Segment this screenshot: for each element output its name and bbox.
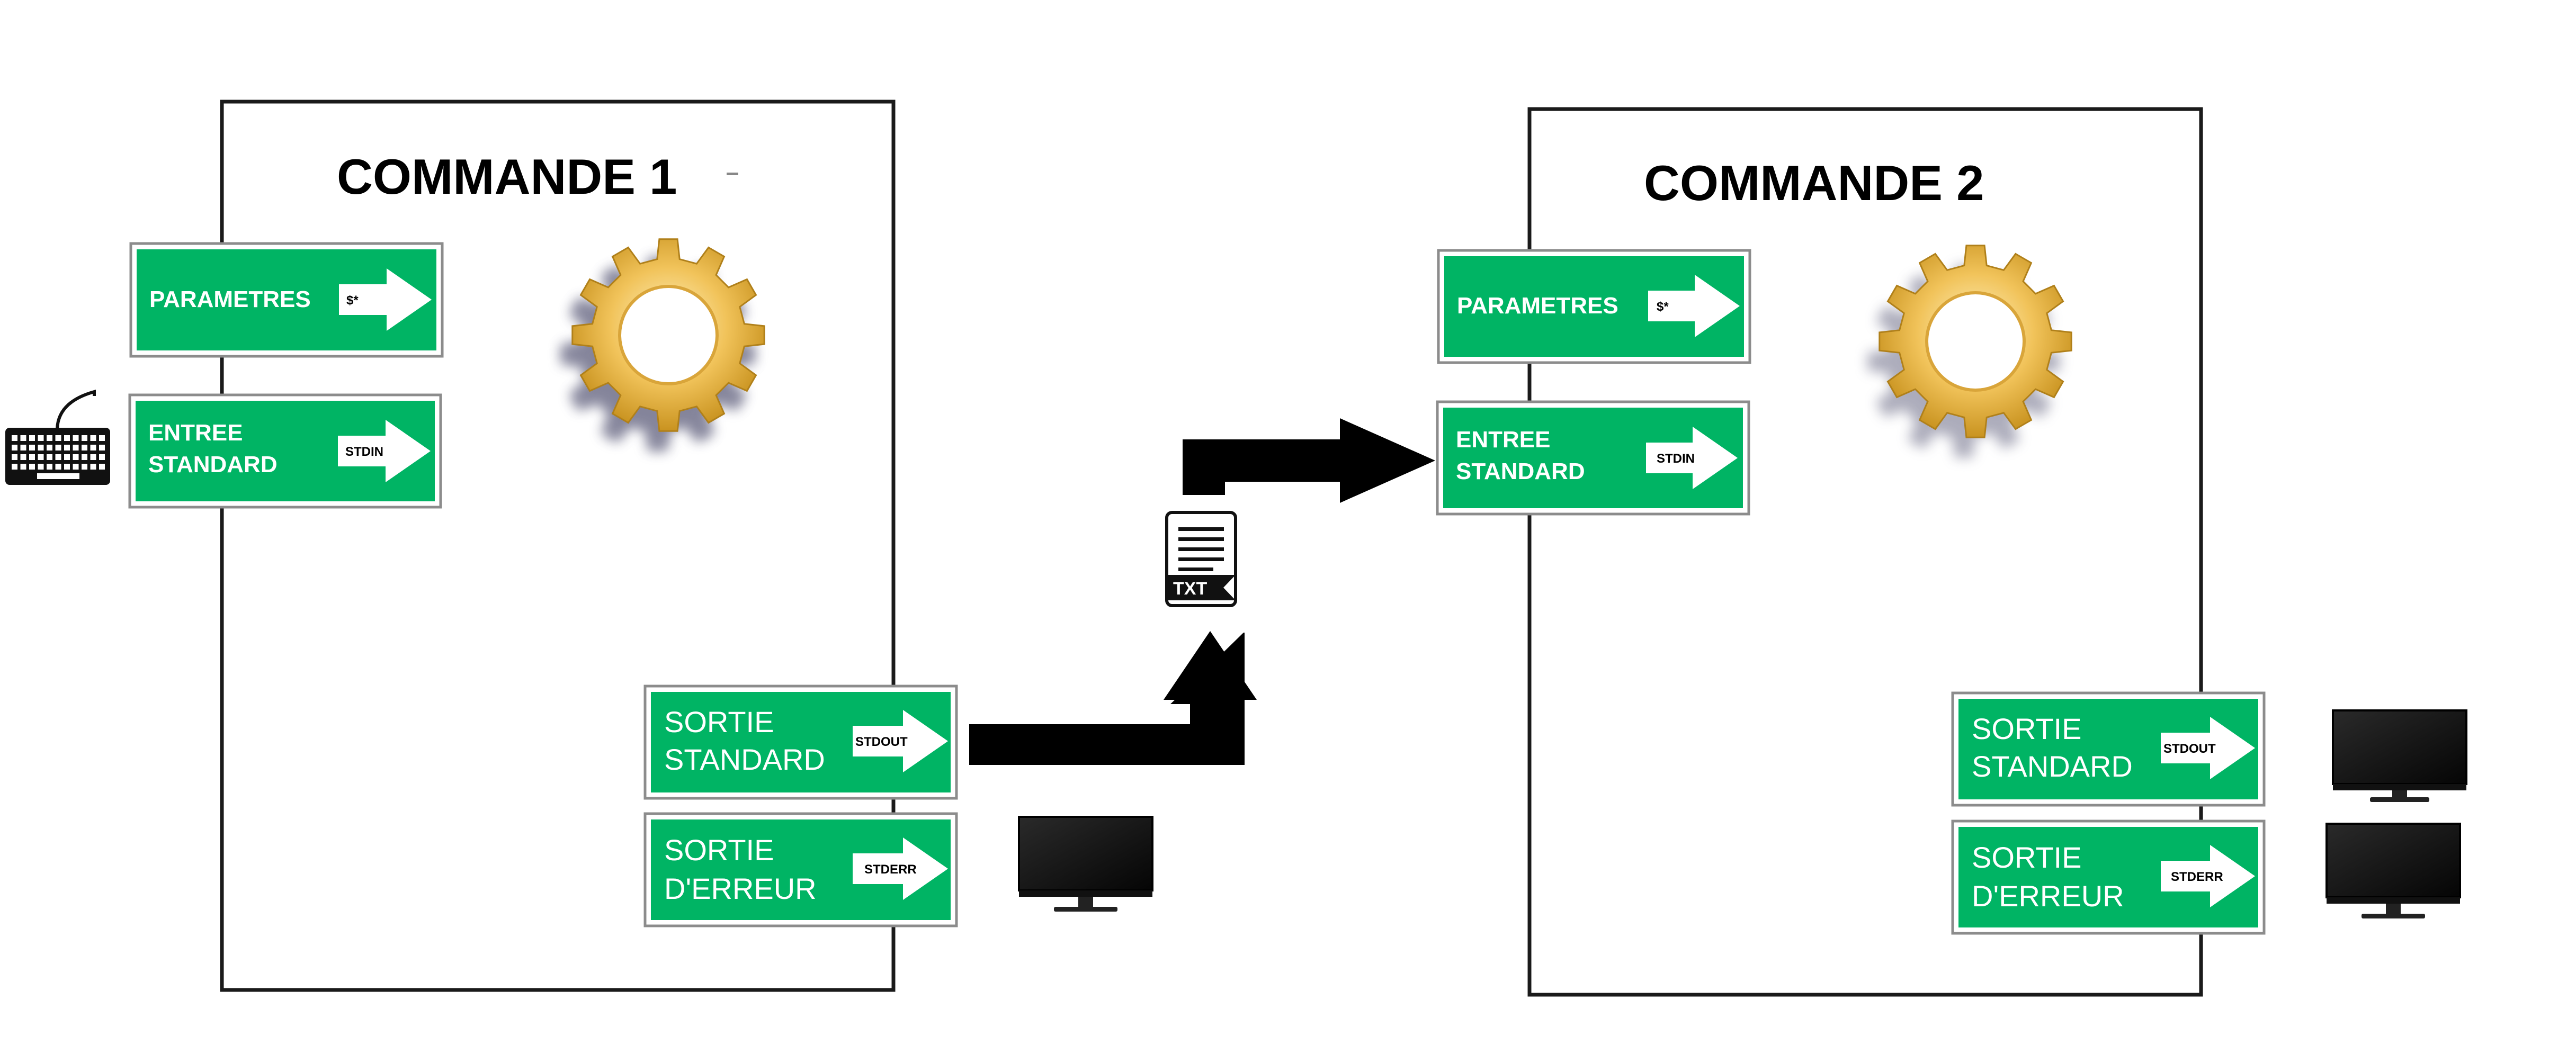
- command2-stdout-sign: SORTIE STANDARD STDOUT: [1951, 691, 2266, 807]
- gear-icon: [560, 238, 765, 452]
- command1-stderr-label-2: D'ERREUR: [664, 872, 817, 905]
- command2-frame: [1527, 107, 2203, 997]
- command1-stdout-arrow-label: STDOUT: [855, 735, 908, 749]
- command1-stderr-label-1: SORTIE: [664, 833, 774, 867]
- keyboard-key: [55, 464, 61, 470]
- keyboard-key: [64, 445, 70, 451]
- command1-stderr-arrow-label: STDERR: [864, 862, 917, 877]
- keyboard-key: [73, 464, 79, 470]
- command1-stdout-label-1: SORTIE: [664, 705, 774, 738]
- command2-stdout-label-2: STANDARD: [1972, 750, 2133, 783]
- monitor-icon: [2332, 709, 2467, 802]
- arrow-right-icon: [1648, 275, 1740, 337]
- keyboard-key: [55, 445, 61, 451]
- keyboard-key: [99, 454, 105, 460]
- arrow-right-icon: [339, 268, 432, 331]
- keyboard-key: [82, 445, 87, 451]
- keyboard-key: [38, 445, 44, 451]
- arrow-right-icon: [1646, 427, 1738, 489]
- command1-params-sign: PARAMETRES $*: [129, 242, 444, 358]
- keyboard-key: [38, 464, 44, 470]
- keyboard-key: [73, 445, 79, 451]
- command1-stdin-arrow-label: STDIN: [345, 445, 383, 459]
- arrow-right-icon: [853, 837, 948, 900]
- command2-stdin-arrow-label: STDIN: [1657, 452, 1695, 466]
- keyboard-key: [47, 445, 52, 451]
- keyboard-key: [29, 454, 35, 460]
- gear-icon: [1867, 245, 2072, 458]
- keyboard-key: [73, 435, 79, 441]
- command1-title: COMMANDE 1: [337, 149, 677, 204]
- keyboard-key: [99, 445, 105, 451]
- monitor-icon: [2325, 823, 2461, 918]
- command1-stderr-sign: SORTIE D'ERREUR STDERR: [643, 812, 958, 927]
- txt-file-icon: TXT: [1165, 511, 1237, 607]
- keyboard-key: [47, 464, 52, 470]
- keyboard-key: [20, 454, 26, 460]
- command1-params-arrow-label: $*: [346, 293, 359, 308]
- command2-stderr-label-2: D'ERREUR: [1972, 879, 2124, 913]
- arrow-right-icon: [338, 420, 431, 482]
- command2-stdin-label-2: STANDARD: [1456, 458, 1585, 484]
- command2-stdin-label-1: ENTREE: [1456, 427, 1550, 453]
- command1-stdin-label-1: ENTREE: [148, 420, 243, 446]
- keyboard-key: [47, 435, 52, 441]
- keyboard-key: [38, 435, 44, 441]
- keyboard-key: [38, 454, 44, 460]
- command1-stdin-sign: ENTREE STANDARD STDIN: [128, 393, 442, 509]
- keyboard-key: [99, 464, 105, 470]
- arrow-right-icon: [2161, 717, 2255, 779]
- command2-params-label: PARAMETRES: [1457, 293, 1618, 319]
- keyboard-key: [90, 445, 96, 451]
- keyboard-key: [82, 435, 87, 441]
- keyboard-key: [12, 464, 17, 470]
- command2-title: COMMANDE 2: [1644, 155, 1984, 211]
- command2-stderr-arrow-label: STDERR: [2171, 870, 2223, 884]
- keyboard-key: [29, 435, 35, 441]
- command1-stdout-label-2: STANDARD: [664, 743, 825, 776]
- keyboard-key: [29, 464, 35, 470]
- keyboard-key: [20, 445, 26, 451]
- command1-stdin-label-2: STANDARD: [148, 452, 278, 478]
- txt-file-label: TXT: [1173, 579, 1207, 599]
- pipe-arrow: [969, 418, 1435, 765]
- command1-params-label: PARAMETRES: [149, 286, 311, 312]
- arrow-right-icon: [853, 710, 948, 772]
- command2-params-arrow-label: $*: [1657, 300, 1669, 314]
- command2-stderr-sign: SORTIE D'ERREUR STDERR: [1951, 819, 2266, 935]
- keyboard-key: [55, 454, 61, 460]
- keyboard-key: [90, 454, 96, 460]
- command2-stdin-sign: ENTREE STANDARD STDIN: [1436, 400, 1750, 516]
- command2-params-sign: PARAMETRES $*: [1437, 249, 1751, 364]
- keyboard-key: [90, 464, 96, 470]
- keyboard-icon: [5, 390, 110, 485]
- keyboard-key: [64, 464, 70, 470]
- keyboard-key: [55, 435, 61, 441]
- command2-stdout-label-1: SORTIE: [1972, 712, 2081, 745]
- command2-stderr-label-1: SORTIE: [1972, 841, 2081, 874]
- monitor-icon: [1018, 816, 1153, 912]
- keyboard-key: [82, 454, 87, 460]
- keyboard-spacebar: [37, 473, 79, 479]
- keyboard-key: [82, 464, 87, 470]
- keyboard-key: [99, 435, 105, 441]
- keyboard-key: [12, 454, 17, 460]
- keyboard-key: [73, 454, 79, 460]
- keyboard-key: [12, 445, 17, 451]
- command1-stdout-sign: SORTIE STANDARD STDOUT: [643, 684, 958, 800]
- keyboard-key: [64, 435, 70, 441]
- command2-stdout-arrow-label: STDOUT: [2163, 742, 2216, 756]
- keyboard-key: [20, 435, 26, 441]
- keyboard-key: [47, 454, 52, 460]
- keyboard-key: [90, 435, 96, 441]
- keyboard-key: [12, 435, 17, 441]
- keyboard-key: [64, 454, 70, 460]
- command1-frame: [220, 100, 896, 992]
- keyboard-key: [29, 445, 35, 451]
- stray-mark: [727, 173, 738, 175]
- arrow-right-icon: [2161, 845, 2255, 907]
- keyboard-key: [20, 464, 26, 470]
